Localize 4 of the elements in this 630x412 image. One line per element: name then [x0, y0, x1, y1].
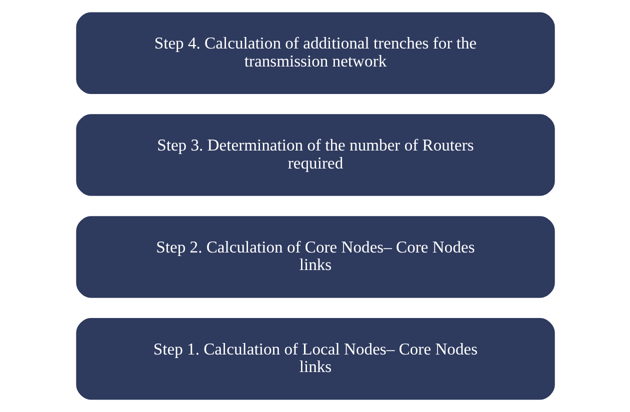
node-box: Step 2. Calculation of Core Nodes– Core Nodes links — [76, 216, 554, 298]
node-box: Step 3. Determination of the number of Routers required — [76, 114, 554, 196]
node-box: Step 4. Calculation of additional trenches for the transmission network — [76, 12, 554, 94]
node-box: Step 1. Calculation of Local Nodes– Core Nodes links — [76, 318, 554, 400]
